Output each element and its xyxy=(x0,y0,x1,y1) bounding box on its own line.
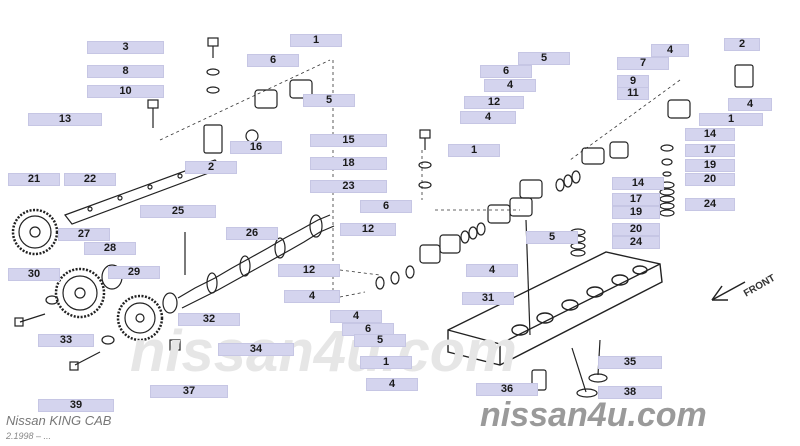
bracket-2-right xyxy=(734,64,754,88)
callout-4-left[interactable]: 4 xyxy=(284,290,340,303)
washer-30 xyxy=(45,295,59,305)
callout-31[interactable]: 31 xyxy=(462,292,514,305)
callout-23[interactable]: 23 xyxy=(310,180,387,193)
callout-26[interactable]: 26 xyxy=(226,227,278,240)
rocker-assembly-middle xyxy=(460,197,533,244)
callout-6-top[interactable]: 6 xyxy=(247,54,299,67)
bolt-13 xyxy=(147,99,159,128)
bolt-15 xyxy=(419,129,431,150)
callout-5-center[interactable]: 5 xyxy=(526,231,578,244)
callout-2-top-right[interactable]: 2 xyxy=(724,38,760,51)
callout-8[interactable]: 8 xyxy=(87,65,164,78)
callout-17-right[interactable]: 17 xyxy=(685,144,735,157)
callout-4-right-b[interactable]: 4 xyxy=(460,111,516,124)
bracket-2-left xyxy=(203,124,223,154)
callout-4-center[interactable]: 4 xyxy=(466,264,518,277)
callout-1-top[interactable]: 1 xyxy=(290,34,342,47)
callout-2-left[interactable]: 2 xyxy=(185,161,237,174)
callout-4-mid-low[interactable]: 4 xyxy=(330,310,382,323)
callout-30[interactable]: 30 xyxy=(8,268,60,281)
callout-4-bottom[interactable]: 4 xyxy=(366,378,418,391)
callout-25[interactable]: 25 xyxy=(140,205,216,218)
callout-1-far-right[interactable]: 1 xyxy=(699,113,763,126)
callout-39[interactable]: 39 xyxy=(38,399,114,412)
callout-37[interactable]: 37 xyxy=(150,385,228,398)
rocker-1-left xyxy=(289,79,313,99)
bolt-34 xyxy=(169,339,181,351)
callout-34[interactable]: 34 xyxy=(218,343,294,356)
callout-18[interactable]: 18 xyxy=(310,157,387,170)
front-arrow xyxy=(711,281,746,301)
center-watermark: nissan4u.com xyxy=(130,319,517,384)
callout-12-center[interactable]: 12 xyxy=(340,223,396,236)
model-title: Nissan KING CAB xyxy=(6,413,112,428)
callout-29[interactable]: 29 xyxy=(108,266,160,279)
rocker-far-right xyxy=(667,99,691,119)
callout-35[interactable]: 35 xyxy=(598,356,662,369)
callout-4-right-a[interactable]: 4 xyxy=(484,79,536,92)
bolt-37 xyxy=(69,351,101,371)
callout-32[interactable]: 32 xyxy=(178,313,240,326)
washer-8 xyxy=(206,68,220,76)
idler-gear-27 xyxy=(54,267,106,319)
callout-5-right[interactable]: 5 xyxy=(518,52,570,65)
callout-19-center[interactable]: 19 xyxy=(612,206,660,219)
callout-19-right[interactable]: 19 xyxy=(685,159,735,172)
callout-12-left[interactable]: 12 xyxy=(278,264,340,277)
callout-38[interactable]: 38 xyxy=(598,386,662,399)
callout-27[interactable]: 27 xyxy=(58,228,110,241)
callout-36[interactable]: 36 xyxy=(476,383,538,396)
callout-3[interactable]: 3 xyxy=(87,41,164,54)
callout-14-right[interactable]: 14 xyxy=(685,128,735,141)
callout-1-mid[interactable]: 1 xyxy=(360,356,412,369)
callout-7[interactable]: 7 xyxy=(617,57,669,70)
retainers-right xyxy=(660,144,674,177)
callout-4-far-right[interactable]: 4 xyxy=(728,98,772,111)
valve-38 xyxy=(571,347,598,398)
washer-33 xyxy=(101,335,115,345)
crank-gear-29 xyxy=(116,294,164,342)
rocker-assembly-lower xyxy=(375,234,461,290)
callout-24-center[interactable]: 24 xyxy=(612,236,660,249)
callout-6-center[interactable]: 6 xyxy=(360,200,412,213)
washer-23 xyxy=(418,181,432,189)
callout-12-right[interactable]: 12 xyxy=(464,96,524,109)
callout-16[interactable]: 16 xyxy=(230,141,282,154)
cam-gear-21 xyxy=(11,208,59,256)
callout-14-center[interactable]: 14 xyxy=(612,177,664,190)
callout-5-top[interactable]: 5 xyxy=(303,94,355,107)
cylinder-head xyxy=(447,251,663,366)
callout-28[interactable]: 28 xyxy=(84,242,136,255)
guide-36 xyxy=(531,369,547,391)
callout-24-right[interactable]: 24 xyxy=(685,198,735,211)
callout-5-mid[interactable]: 5 xyxy=(354,334,406,347)
bolt-3 xyxy=(207,37,219,58)
callout-1-center[interactable]: 1 xyxy=(448,144,500,157)
rocker-6-left xyxy=(254,89,278,109)
callout-6-right[interactable]: 6 xyxy=(480,65,532,78)
callout-33[interactable]: 33 xyxy=(38,334,94,347)
washer-18 xyxy=(418,161,432,169)
callout-10[interactable]: 10 xyxy=(87,85,164,98)
callout-11[interactable]: 11 xyxy=(617,87,649,100)
callout-4-top-right[interactable]: 4 xyxy=(651,44,689,57)
camshaft-26 xyxy=(177,214,335,309)
callout-20-right[interactable]: 20 xyxy=(685,173,735,186)
callout-21[interactable]: 21 xyxy=(8,173,60,186)
brand-watermark: nissan4u.com xyxy=(480,396,707,434)
callout-13[interactable]: 13 xyxy=(28,113,102,126)
callout-20-center[interactable]: 20 xyxy=(612,223,660,236)
callout-22[interactable]: 22 xyxy=(64,173,116,186)
callout-15[interactable]: 15 xyxy=(310,134,387,147)
callout-17-center[interactable]: 17 xyxy=(612,193,660,206)
camshaft-plate-32 xyxy=(162,292,178,314)
washer-10 xyxy=(206,86,220,94)
date-range: 2.1998 – ... xyxy=(6,431,52,441)
bolt-30 xyxy=(14,313,46,327)
